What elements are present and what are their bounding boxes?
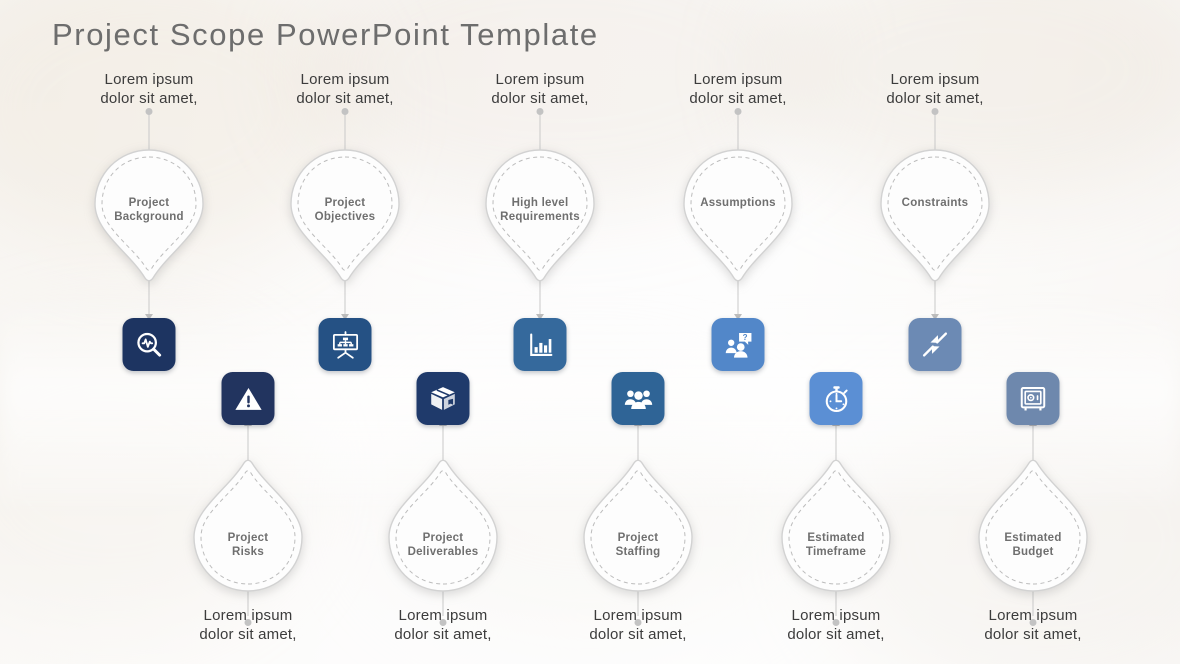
item-icon-tile[interactable] xyxy=(809,372,863,425)
item-label: Project Objectives xyxy=(314,197,376,223)
bar-chart-icon xyxy=(526,331,554,359)
item-teardrop[interactable]: Project Background xyxy=(93,148,205,282)
connector-dot xyxy=(1029,619,1037,626)
stopwatch-icon xyxy=(821,384,851,414)
item-teardrop[interactable]: Project Risks xyxy=(192,459,304,593)
warning-triangle-icon xyxy=(233,384,263,414)
people-group-icon xyxy=(623,384,653,414)
item-icon-tile[interactable] xyxy=(221,372,275,425)
item-icon-tile[interactable] xyxy=(513,318,567,371)
item-icon-tile[interactable] xyxy=(611,372,665,425)
item-teardrop[interactable]: Estimated Timeframe xyxy=(780,459,892,593)
connector-dot xyxy=(832,619,840,626)
item-caption: Lorem ipsum dolor sit amet, xyxy=(199,607,297,643)
item-icon-tile[interactable] xyxy=(122,318,176,371)
connector-dot xyxy=(341,108,349,115)
connector-arrow-icon xyxy=(341,314,349,320)
item-label: High level Requirements xyxy=(500,197,580,223)
people-question-icon: ? xyxy=(723,330,753,360)
package-box-icon xyxy=(429,384,458,413)
item-caption: Lorem ipsum dolor sit amet, xyxy=(100,71,198,107)
item-teardrop[interactable]: Project Staffing xyxy=(582,459,694,593)
item-caption: Lorem ipsum dolor sit amet, xyxy=(689,71,787,107)
item-label: Assumptions xyxy=(700,197,776,209)
page-title: Project Scope PowerPoint Template xyxy=(52,17,599,52)
connector-dot xyxy=(439,619,447,626)
item-caption: Lorem ipsum dolor sit amet, xyxy=(296,71,394,107)
safe-vault-icon xyxy=(1019,384,1048,413)
item-teardrop[interactable]: Estimated Budget xyxy=(977,459,1089,593)
connector-arrow-icon xyxy=(145,314,153,320)
item-label: Estimated Budget xyxy=(1004,532,1062,558)
item-teardrop[interactable]: Constraints xyxy=(879,148,991,282)
item-icon-tile[interactable]: ? xyxy=(711,318,765,371)
arrows-inward-icon xyxy=(921,330,950,359)
connector-dot xyxy=(244,619,252,626)
item-icon-tile[interactable] xyxy=(1006,372,1060,425)
item-caption: Lorem ipsum dolor sit amet, xyxy=(394,607,492,643)
item-caption: Lorem ipsum dolor sit amet, xyxy=(589,607,687,643)
svg-text:?: ? xyxy=(742,332,747,341)
item-teardrop[interactable]: High level Requirements xyxy=(484,148,596,282)
item-teardrop[interactable]: Project Objectives xyxy=(289,148,401,282)
item-label: Constraints xyxy=(901,197,969,209)
presentation-chart-icon xyxy=(330,330,360,360)
item-label: Project Deliverables xyxy=(407,532,479,558)
magnifier-analytics-icon xyxy=(134,330,164,360)
item-label: Project Risks xyxy=(227,532,269,558)
item-caption: Lorem ipsum dolor sit amet, xyxy=(886,71,984,107)
connector-dot xyxy=(145,108,153,115)
item-teardrop[interactable]: Project Deliverables xyxy=(387,459,499,593)
item-icon-tile[interactable] xyxy=(908,318,962,371)
item-label: Project Staffing xyxy=(615,532,661,558)
item-label: Project Background xyxy=(114,197,184,223)
item-label: Estimated Timeframe xyxy=(805,532,867,558)
connector-arrow-icon xyxy=(734,314,742,320)
connector-arrow-icon xyxy=(931,314,939,320)
item-caption: Lorem ipsum dolor sit amet, xyxy=(787,607,885,643)
connector-dot xyxy=(536,108,544,115)
connector-dot xyxy=(734,108,742,115)
connector-dot xyxy=(931,108,939,115)
connector-arrow-icon xyxy=(536,314,544,320)
item-caption: Lorem ipsum dolor sit amet, xyxy=(984,607,1082,643)
item-caption: Lorem ipsum dolor sit amet, xyxy=(491,71,589,107)
item-icon-tile[interactable] xyxy=(416,372,470,425)
item-icon-tile[interactable] xyxy=(318,318,372,371)
connector-dot xyxy=(634,619,642,626)
item-teardrop[interactable]: Assumptions xyxy=(682,148,794,282)
